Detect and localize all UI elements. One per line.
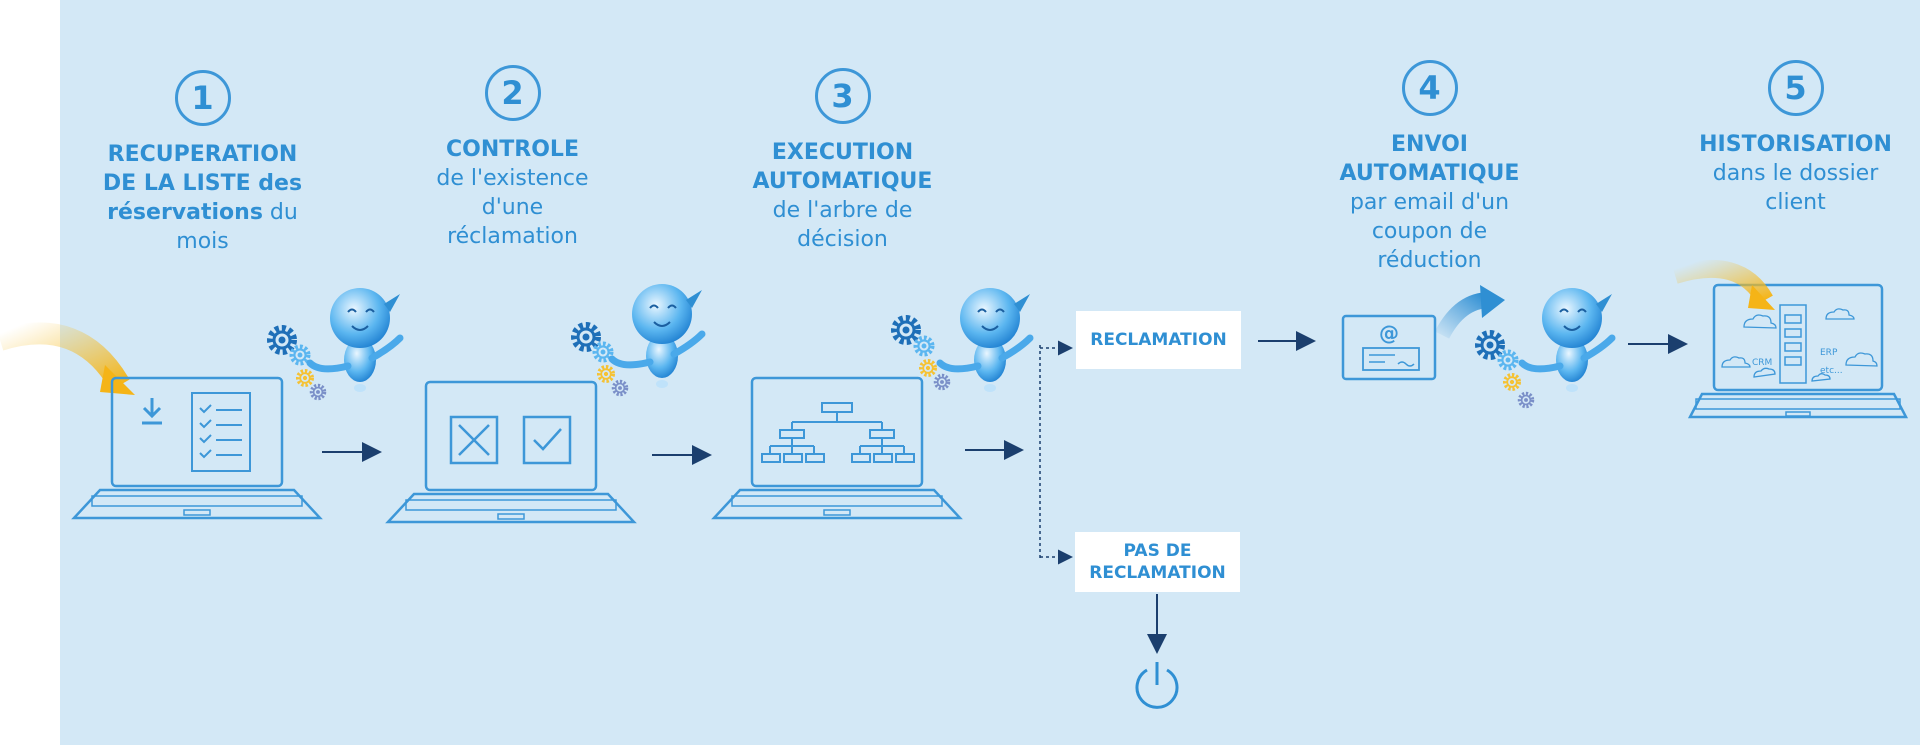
step-text-line: coupon de [1317, 217, 1542, 246]
svg-text:CRM: CRM [1752, 358, 1772, 368]
power-icon [1135, 662, 1179, 709]
mascot-icon [1522, 288, 1612, 392]
step-text-segment: mois [176, 229, 229, 254]
step-text-line: CONTROLE [400, 135, 625, 164]
decision-tree-icon [761, 402, 915, 463]
step-text-segment: DE LA LISTE des [102, 171, 303, 196]
step-text-segment: EXECUTION [771, 140, 914, 165]
step-text-segment: réduction [1377, 248, 1482, 273]
step-text-segment: CONTROLE [446, 137, 579, 162]
step-text-line: AUTOMATIQUE [1317, 159, 1542, 188]
step-text-segment: du [262, 200, 298, 225]
step-text-line: HISTORISATION [1683, 130, 1908, 159]
cross-icon [449, 415, 499, 465]
check-icon [522, 415, 572, 465]
download-icon [142, 398, 162, 425]
laptop-icon [72, 376, 322, 520]
database-icon [1779, 304, 1807, 384]
step-text-line: d'une [400, 193, 625, 222]
step-number-badge: 1 [174, 70, 231, 126]
checklist-icon [191, 392, 251, 472]
email-coupon-icon: @ [1341, 314, 1437, 381]
step-text-line: mois [90, 227, 315, 256]
svg-text:@: @ [1379, 321, 1399, 345]
step-number-badge: 3 [814, 68, 871, 124]
step-number-badge: 2 [484, 65, 541, 121]
step-text-segment: AUTOMATIQUE [752, 169, 933, 194]
cloud-icon [1721, 308, 1878, 382]
step-text-line: RECUPERATION [90, 140, 315, 169]
step-text-line: décision [730, 225, 955, 254]
laptop-icon [712, 376, 962, 520]
step-text-line: AUTOMATIQUE [730, 167, 955, 196]
mascot-icon [940, 288, 1030, 392]
step-text-line: réservations du [90, 198, 315, 227]
reclamation-label: RECLAMATION [1090, 330, 1227, 350]
step-number-badge: 4 [1401, 60, 1458, 116]
step-text-segment: AUTOMATIQUE [1339, 161, 1520, 186]
step-text-segment: de l'arbre de [772, 198, 913, 223]
mascot-icon [310, 288, 400, 392]
step-text-segment: d'une [481, 195, 544, 220]
step-text-line: réduction [1317, 246, 1542, 275]
step-text-segment: RECUPERATION [107, 142, 298, 167]
yellow-arrow-icon [1672, 259, 1773, 305]
step-text-segment: par email d'un [1349, 190, 1510, 215]
yellow-arrow-icon [0, 322, 130, 391]
step-number-badge: 5 [1767, 60, 1824, 116]
laptop-icon: CRM ERP etc... [1687, 283, 1909, 419]
no-reclamation-label-1: PAS DE [1123, 541, 1192, 561]
step-text-line: DE LA LISTE des [90, 169, 315, 198]
mascot-icon [612, 284, 702, 388]
step-text-line: réclamation [400, 222, 625, 251]
step-text-line: ENVOI [1317, 130, 1542, 159]
step-text-segment: décision [797, 227, 888, 252]
laptop-icon [386, 380, 636, 524]
no-reclamation-box: PAS DE RECLAMATION [1075, 532, 1240, 592]
reclamation-box: RECLAMATION [1076, 311, 1241, 369]
step-text-line: EXECUTION [730, 138, 955, 167]
step-text-segment: coupon de [1371, 219, 1488, 244]
step-text-segment: dans le dossier [1712, 161, 1879, 186]
no-reclamation-label-2: RECLAMATION [1089, 563, 1226, 583]
step-text-line: client [1683, 188, 1908, 217]
svg-text:ERP: ERP [1820, 348, 1838, 358]
step-text-segment: client [1765, 190, 1826, 215]
step-text-segment: HISTORISATION [1699, 132, 1892, 157]
step-text-line: par email d'un [1317, 188, 1542, 217]
step-text-line: de l'arbre de [730, 196, 955, 225]
step-text-segment: réclamation [447, 224, 578, 249]
step-text-line: dans le dossier [1683, 159, 1908, 188]
step-text-segment: ENVOI [1391, 132, 1468, 157]
svg-text:etc...: etc... [1820, 366, 1843, 376]
step-text-segment: de l'existence [436, 166, 589, 191]
gears-icon [1478, 333, 1535, 409]
step-text-line: de l'existence [400, 164, 625, 193]
step-text-segment: réservations [107, 200, 263, 225]
